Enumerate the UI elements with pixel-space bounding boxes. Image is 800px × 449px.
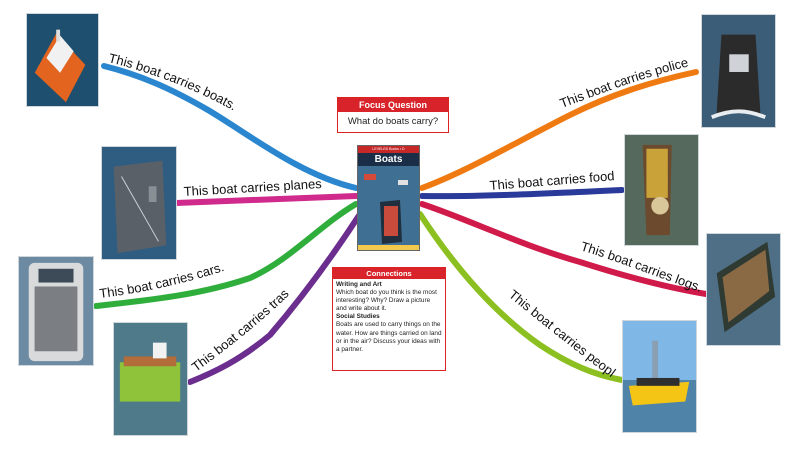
branch-boats <box>101 63 359 191</box>
branch-planes <box>173 193 359 206</box>
writing-art-title: Writing and Art <box>336 281 382 288</box>
branch-cars <box>93 201 359 309</box>
focus-question-text: What do boats carry? <box>347 116 439 127</box>
focus-question-box: Focus Question What do boats carry? <box>337 97 449 133</box>
book-cover: LEVELED Books • D Boats <box>357 145 420 251</box>
social-studies-text: Boats are used to carry things on the wa… <box>336 321 442 353</box>
social-studies-title: Social Studies <box>336 313 380 321</box>
water-taxi-photo <box>622 320 697 433</box>
market-boat-photo <box>624 134 699 246</box>
log-barge-photo <box>706 233 781 346</box>
branch-label-police: This boat carries police. <box>0 0 690 111</box>
book-series-label: LEVELED Books • D <box>358 146 419 153</box>
connections-header: Connections <box>333 268 445 279</box>
branch-trash <box>187 211 363 385</box>
branch-people <box>417 211 625 383</box>
supply-ship-photo <box>26 13 99 107</box>
focus-question-header: Focus Question <box>338 98 448 112</box>
connections-body: Writing and Art Which boat do you think … <box>333 279 445 356</box>
aircraft-carrier-photo <box>101 146 177 260</box>
branch-food <box>419 187 625 200</box>
connections-box: Connections Writing and Art Which boat d… <box>332 267 446 371</box>
writing-art-text: Which boat do you think is the most inte… <box>336 289 437 313</box>
branch-police <box>419 69 699 191</box>
trash-barge-photo <box>113 322 188 436</box>
branch-logs <box>419 201 709 297</box>
branch-label-boats: This boat carries boats. <box>107 50 239 113</box>
book-title: Boats <box>374 154 403 165</box>
police-boat-photo <box>701 14 776 128</box>
branch-label-cars: This boat carries cars. <box>98 259 225 301</box>
book-cover-footer <box>358 245 419 250</box>
car-ferry-photo <box>18 256 94 366</box>
